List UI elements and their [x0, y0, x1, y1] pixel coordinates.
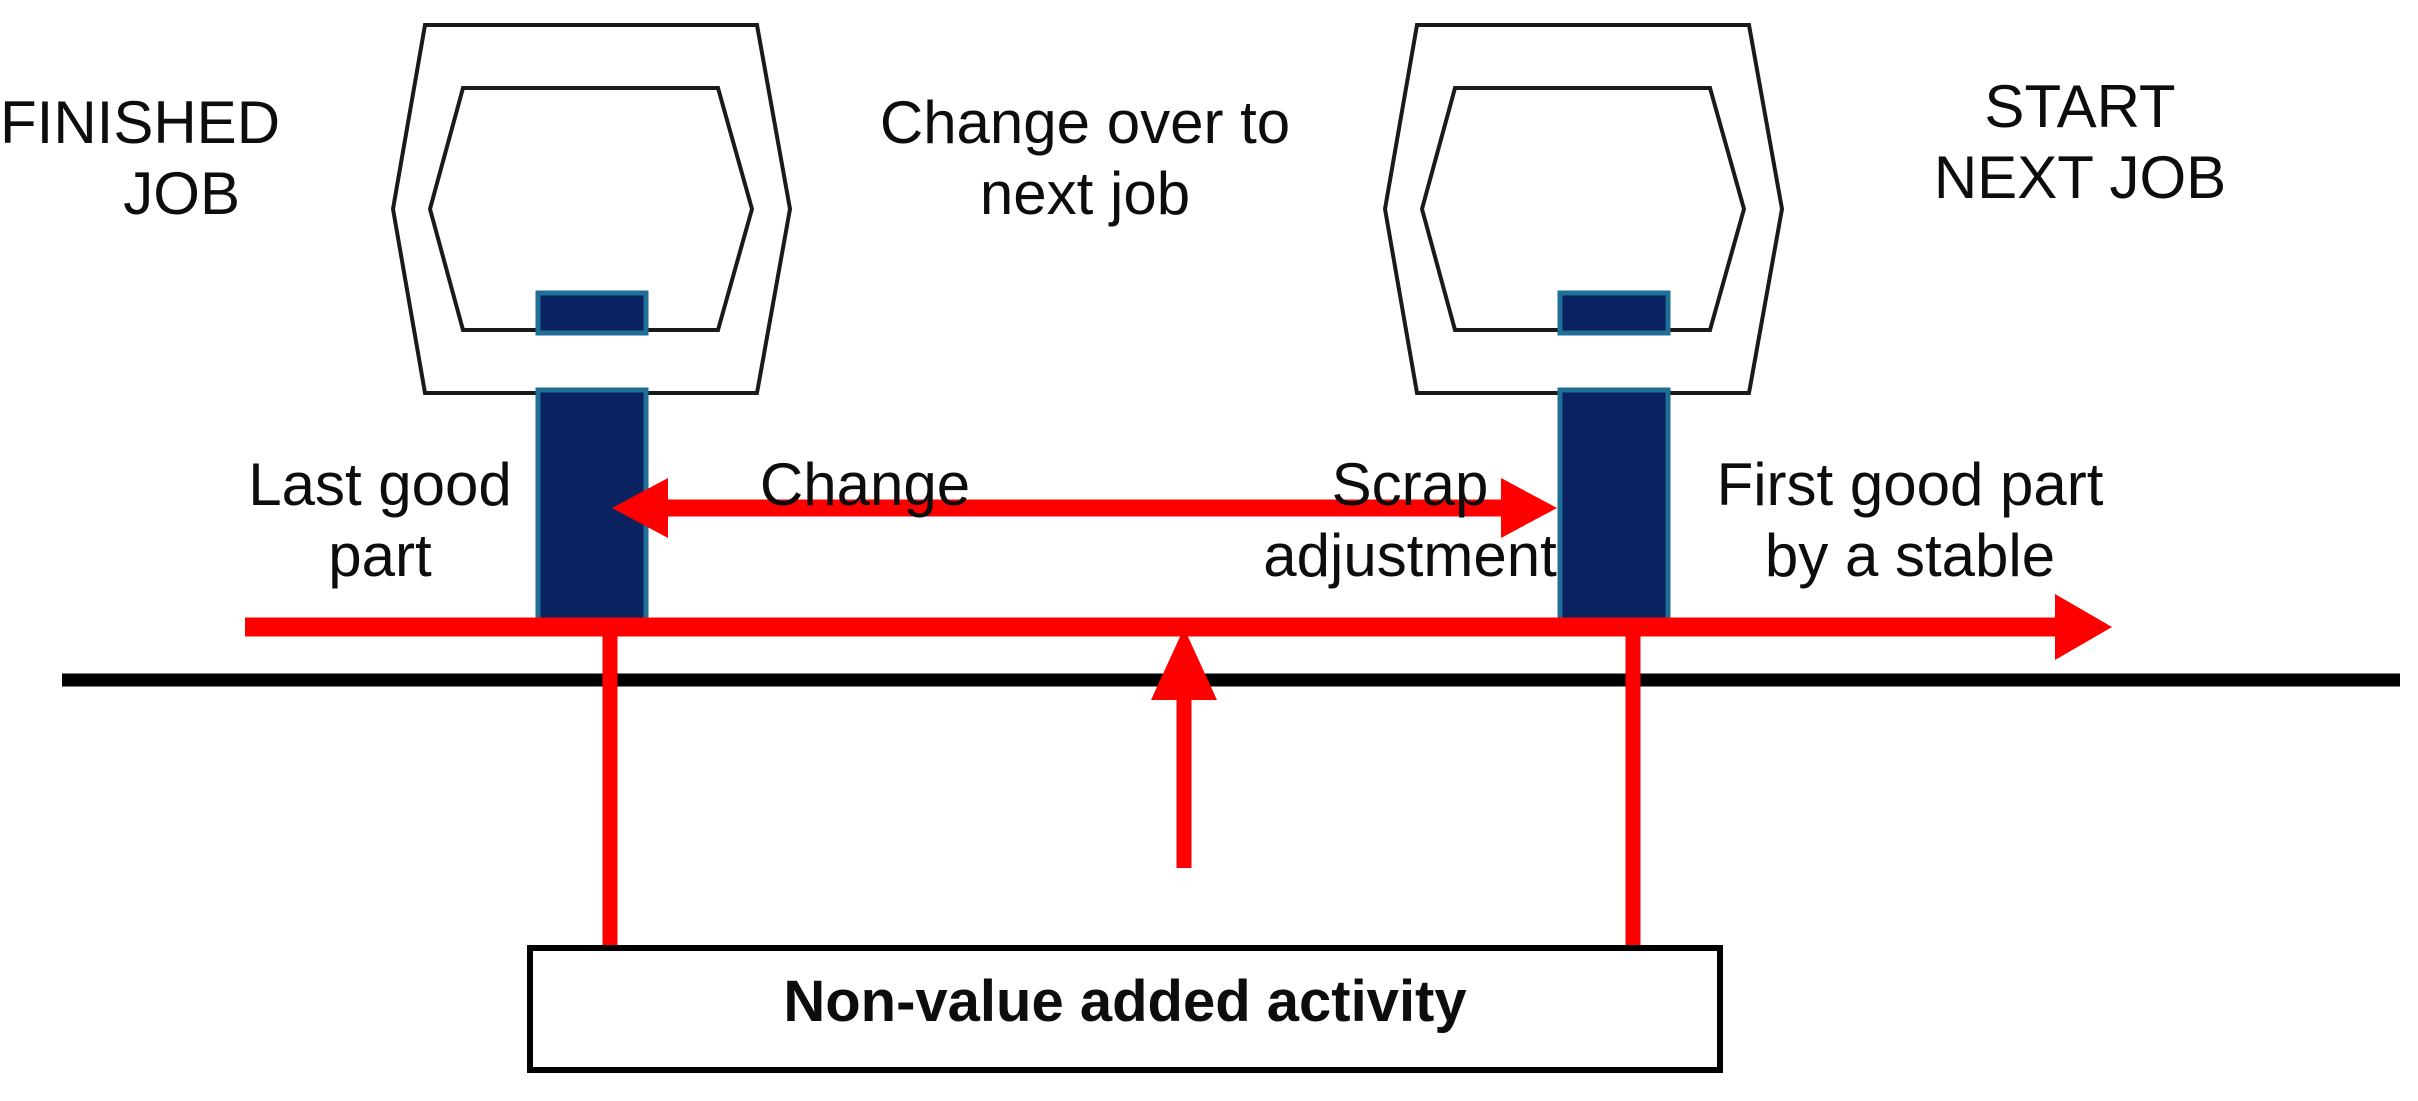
- label-change: Change: [759, 451, 971, 518]
- nut-tab-left: [535, 290, 649, 336]
- span-arrow-head-right: [1501, 478, 1557, 538]
- right-arrow-icon-timeline: [245, 594, 2112, 660]
- span-arrow-head-left: [612, 478, 668, 538]
- label-scrap-adjustment: Scrap adjustment: [1263, 451, 1557, 589]
- hex-inner-left: [427, 86, 755, 332]
- hex-nut-icon-left: [390, 23, 793, 635]
- label-start-next-job: START NEXT JOB: [1933, 73, 2227, 211]
- hex-nut-icon-right: [1382, 23, 1785, 635]
- label-last-good-part: Last good part: [248, 451, 512, 589]
- up-arrow-icon-scrap: [1151, 628, 1217, 868]
- label-first-good-part: First good part by a stable: [1716, 451, 2104, 589]
- non-value-added-activity-box: [527, 945, 1723, 1073]
- red-timeline-arrowhead: [2055, 594, 2112, 660]
- double-headed-arrow-icon: [612, 478, 1557, 538]
- label-finished-job: FINISHED JOB: [0, 89, 281, 227]
- hex-inner-right: [1419, 86, 1747, 332]
- nut-tab-right: [1557, 290, 1671, 336]
- nut-stem-right: [1557, 387, 1671, 635]
- label-changeover: Change over to next job: [879, 89, 1291, 227]
- scrap-arrow-head: [1151, 628, 1217, 700]
- label-non-value-added-activity: Non-value added activity: [783, 969, 1467, 1034]
